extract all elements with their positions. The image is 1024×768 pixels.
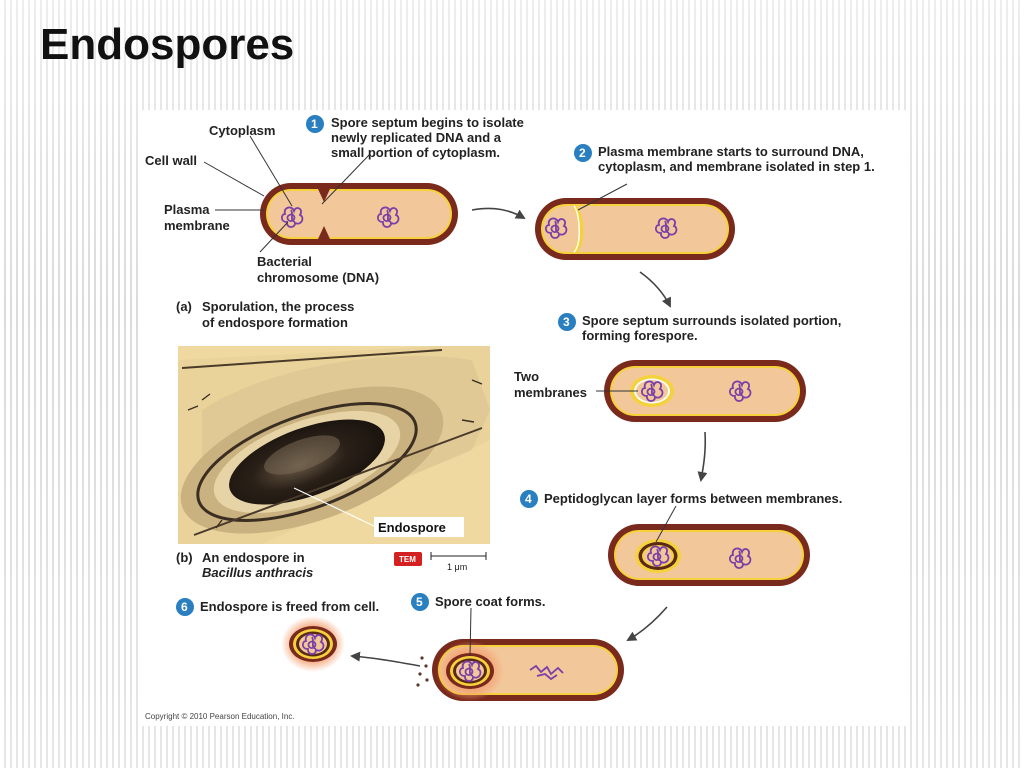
- caption-b-letter: (b): [176, 550, 193, 565]
- step-5-badge: [411, 593, 429, 611]
- step-1-text-line1: Spore septum begins to isolate: [331, 115, 524, 130]
- process-arrows: [350, 207, 708, 667]
- step-2-number: 2: [579, 146, 586, 160]
- step-5-number: 5: [416, 595, 423, 609]
- step-1-number: 1: [311, 117, 318, 131]
- step-4-text-line1: Peptidoglycan layer forms between membra…: [544, 491, 842, 506]
- chromosome-label-2: chromosome (DNA): [257, 270, 379, 285]
- caption-b: (b) An endospore in Bacillus anthracis: [176, 550, 313, 580]
- figure-svg: Endospore Cytoplasm Cell wall Plasma mem…: [145, 115, 875, 721]
- structure-labels: Cytoplasm Cell wall Plasma membrane Bact…: [145, 123, 587, 400]
- step-2-text-line2: cytoplasm, and membrane isolated in step…: [598, 159, 875, 174]
- step-3: 3 Spore septum surrounds isolated portio…: [558, 313, 841, 343]
- cell-stage-5: [416, 639, 624, 701]
- endospore-figure: Endospore Cytoplasm Cell wall Plasma mem…: [142, 110, 909, 726]
- two-membranes-label-1: Two: [514, 369, 539, 384]
- copyright-text: Copyright © 2010 Pearson Education, Inc.: [145, 712, 295, 721]
- cell-wall-label: Cell wall: [145, 153, 197, 168]
- plasma-membrane-label-1: Plasma: [164, 202, 210, 217]
- step-1: 1 Spore septum begins to isolate newly r…: [306, 115, 524, 160]
- tem-badge-text: TEM: [399, 555, 416, 564]
- step-4-badge: [520, 490, 538, 508]
- caption-a-line2: of endospore formation: [202, 315, 348, 330]
- cell-stage-2: [535, 198, 735, 260]
- step-3-text-line2: forming forespore.: [582, 328, 698, 343]
- tem-scale: TEM 1 μm: [394, 552, 487, 572]
- step-1-text-line2: newly replicated DNA and a: [331, 130, 502, 145]
- caption-b-line1: An endospore in: [202, 550, 305, 565]
- leader-lines: [203, 135, 677, 657]
- step-6-number: 6: [181, 600, 188, 614]
- step-2: 2 Plasma membrane starts to surround DNA…: [574, 144, 875, 174]
- caption-a-line1: Sporulation, the process: [202, 299, 354, 314]
- tem-micrograph: Endospore: [178, 346, 490, 544]
- step-6-text-line1: Endospore is freed from cell.: [200, 599, 379, 614]
- step-6-badge: [176, 598, 194, 616]
- step-2-badge: [574, 144, 592, 162]
- step-3-text-line1: Spore septum surrounds isolated portion,: [582, 313, 841, 328]
- two-membranes-label-2: membranes: [514, 385, 587, 400]
- caption-b-line2: Bacillus anthracis: [202, 565, 313, 580]
- step-1-text-line3: small portion of cytoplasm.: [331, 145, 500, 160]
- endospore-label: Endospore: [378, 520, 446, 535]
- cell-stage-1: [260, 183, 458, 245]
- plasma-membrane-label-2: membrane: [164, 218, 230, 233]
- cell-stage-4: [608, 524, 810, 586]
- scale-bar-label: 1 μm: [447, 562, 467, 572]
- slide-title: Endospores: [40, 20, 295, 69]
- step-3-number: 3: [563, 315, 570, 329]
- step-3-badge: [558, 313, 576, 331]
- chromosome-label-1: Bacterial: [257, 254, 312, 269]
- free-endospore: [281, 616, 345, 672]
- step-4: 4 Peptidoglycan layer forms between memb…: [520, 490, 842, 508]
- step-6: 6 Endospore is freed from cell.: [176, 598, 379, 616]
- step-4-number: 4: [525, 492, 532, 506]
- caption-a: (a) Sporulation, the process of endospor…: [176, 299, 354, 330]
- cytoplasm-label: Cytoplasm: [209, 123, 275, 138]
- caption-a-letter: (a): [176, 299, 192, 314]
- step-5-text-line1: Spore coat forms.: [435, 594, 546, 609]
- step-1-badge: [306, 115, 324, 133]
- step-2-text-line1: Plasma membrane starts to surround DNA,: [598, 144, 864, 159]
- step-5: 5 Spore coat forms.: [411, 593, 546, 611]
- tem-badge: [394, 552, 422, 566]
- cell-stage-3: [604, 360, 806, 422]
